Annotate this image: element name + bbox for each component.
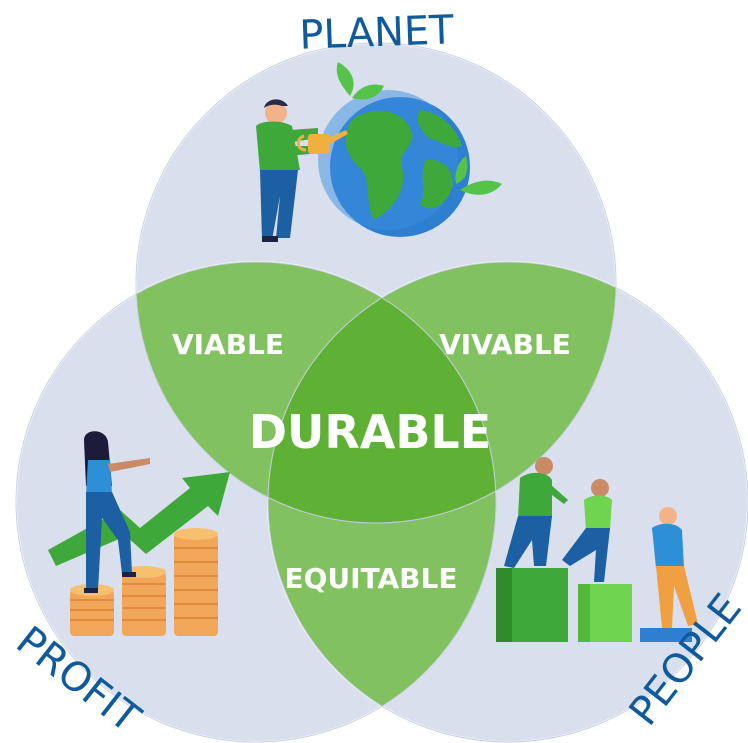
people-illustration bbox=[496, 457, 698, 642]
viable-label: VIABLE bbox=[172, 328, 284, 361]
durable-overlap bbox=[268, 262, 496, 523]
vivable-label: VIVABLE bbox=[439, 328, 571, 361]
block-icon bbox=[640, 628, 692, 642]
planet-label: PLANET bbox=[299, 7, 455, 58]
profit-illustration bbox=[48, 431, 230, 636]
coin-stack-icon bbox=[174, 528, 218, 636]
equitable-label: EQUITABLE bbox=[285, 562, 458, 595]
planet-illustration bbox=[256, 62, 502, 242]
durable-label: DURABLE bbox=[249, 405, 491, 459]
